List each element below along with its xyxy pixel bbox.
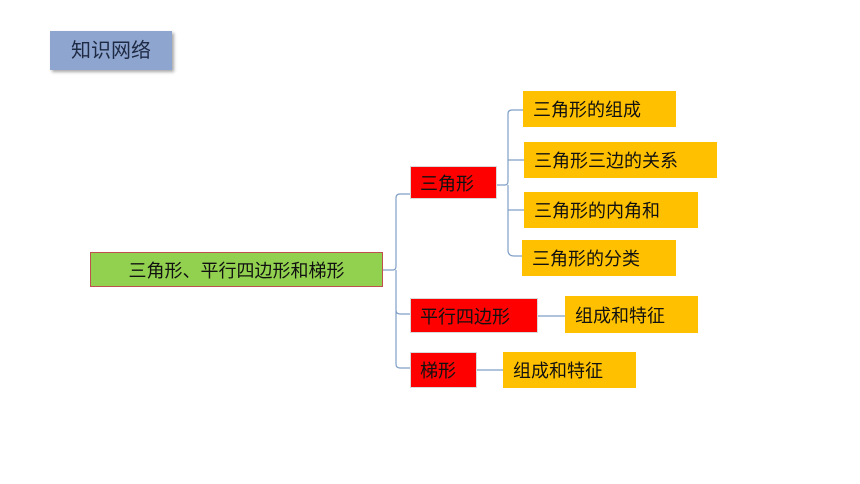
root-node: 三角形、平行四边形和梯形 (90, 252, 383, 287)
leaf-node-triangle-sides: 三角形三边的关系 (524, 142, 717, 178)
branch-node-trapezoid: 梯形 (410, 352, 477, 388)
leaf-node-triangle-angle-sum: 三角形的内角和 (524, 192, 698, 228)
leaf-node-parallelogram-features: 组成和特征 (565, 296, 698, 333)
section-title: 知识网络 (50, 31, 172, 70)
branch-node-triangle: 三角形 (410, 166, 497, 199)
leaf-node-trapezoid-features: 组成和特征 (503, 352, 636, 388)
connector-triangle-leaves (497, 109, 524, 257)
branch-node-parallelogram: 平行四边形 (410, 298, 538, 333)
leaf-node-triangle-classification: 三角形的分类 (522, 240, 676, 276)
leaf-node-triangle-composition: 三角形的组成 (523, 91, 676, 127)
connector-root-branches (383, 193, 410, 369)
